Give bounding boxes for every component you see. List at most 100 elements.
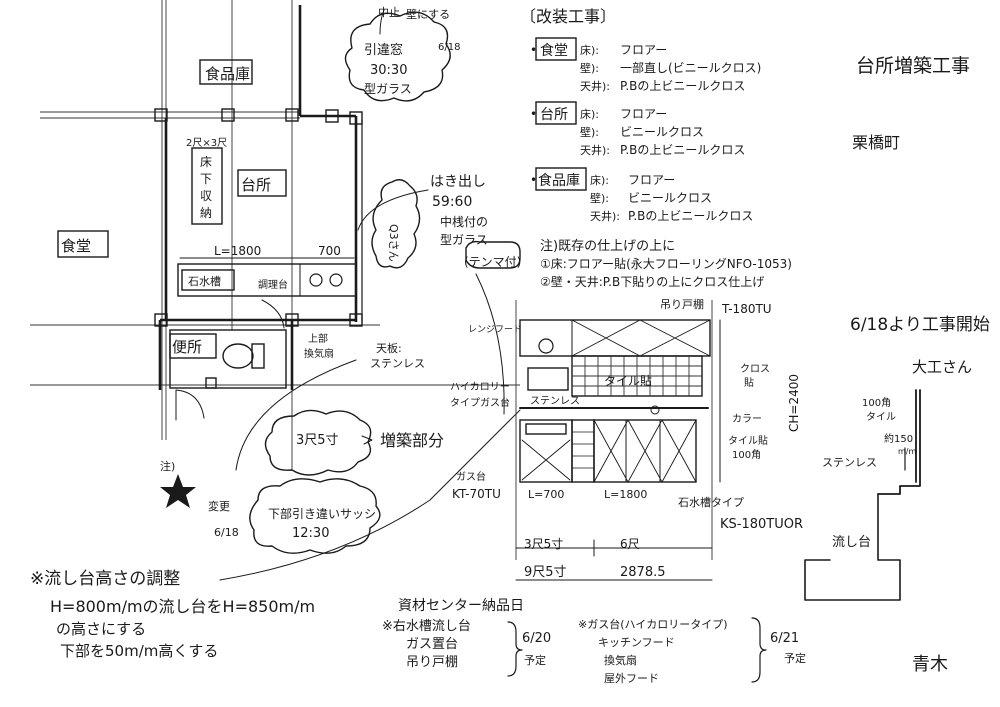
tile-100-label: 100角 [732,449,761,461]
finish-key: 床): [580,107,599,121]
leader-line [357,189,429,231]
leader-line [261,299,285,329]
gas-stand-label: ガス台 [456,470,486,483]
column [285,108,299,122]
height-adjustment-note: ※流し台高さの調整 H=800m/mの流し台をH=850m/m の高さにする 下… [30,569,315,660]
delivery-item: ガス置台 [406,637,458,652]
glass-tag-outline [465,240,521,269]
underfloor-char: 床 [200,155,212,169]
hood-label: レンジフード [468,325,522,335]
start-note: 6/18より工事開始 [850,315,990,335]
to-wall-label: 壁にする [406,7,450,21]
finish-value: フロアー [620,43,667,57]
dining-label: 食堂 [61,237,91,255]
delivery-item: 吊り戸棚 [406,655,458,670]
room-box [535,37,577,61]
column [349,313,363,327]
tile-grid [572,356,702,396]
sash-cloud [249,478,381,554]
delivery-item: 換気扇 [604,653,637,667]
hicalorie-label: ハイカロリー [450,381,510,393]
burner-icon [309,273,323,287]
glass-tag: (テンマ付) [464,255,521,269]
gas-burner-panel [525,423,567,435]
side-cloud-text: Q3さん [387,224,400,262]
color-label: カラー [732,413,762,425]
location: 栗橋町 [852,133,900,152]
elevation-stainless: ステンレス [530,396,580,407]
height-note-line: H=800m/mの流し台をH=850m/m [50,597,315,616]
sash-cloud-line: 12:30 [292,526,329,541]
delivery-date: 6/21 [770,631,799,646]
column [285,313,299,327]
ch-label: CH=2400 [787,374,801,432]
finish-value: P.Bの上ビニールクロス [620,143,745,157]
column [325,109,339,123]
delivery-item: 屋外フード [604,672,659,685]
toilet-tank-icon [251,343,265,369]
toilet-box [169,333,217,359]
underfloor-char: 下 [200,172,212,186]
counter-run [177,263,357,297]
extension-dim: 3尺5寸 [296,433,339,448]
finish-key: 床): [590,173,609,187]
finish-key: 天井): [580,79,610,93]
l700: L=700 [528,488,564,501]
finish-key: 天井): [590,209,620,223]
room-name: 台所 [540,107,568,123]
stop-label: 中止 [378,6,400,19]
delivery-yotei: 予定 [524,653,546,667]
kitchen-elevation: 吊り戸棚 T-180TU レンジフード タイル貼 クロス 貼 カラー タイル貼 … [450,297,803,581]
project-title: 台所増築工事 [856,55,970,77]
tile-label: タイル貼 [604,373,652,388]
finish-key: 床): [580,43,599,57]
section-unit: m/m [898,447,916,456]
hood-panel [527,367,569,391]
height-note-line: の高さにする [56,620,146,638]
cabinet-door-marks [521,439,571,481]
l1800: L=1800 [604,488,647,501]
leader-line [475,273,505,415]
room-name: 食品庫 [538,172,580,189]
room-box [535,167,587,191]
underfloor-char: 収 [200,189,212,203]
sink-code: KS-180TUOR [720,517,803,532]
room-name: 食堂 [540,42,568,59]
counter-section [804,493,901,601]
floor-plan: 食品庫 台所 食堂 便所 2尺×3尺 床 下 収 納 L=1800 700 石水… [30,0,521,581]
hanging-code: T-180TU [721,302,772,316]
leader-line [379,9,385,35]
column [221,108,235,122]
delivery-date: 6/20 [522,631,551,646]
signature: 青木 [912,654,948,675]
window-change-cloud [344,11,451,102]
section-tile: タイル [866,411,896,423]
contractor-cloud [371,179,421,269]
bay-size: 59:60 [432,194,472,210]
upper-label: 上部 [308,332,328,345]
cross-label: 貼 [744,376,754,389]
underfloor-size: 2尺×3尺 [186,137,227,149]
dim-mm: 2878.5 [620,565,666,580]
top-plate-material: ステンレス [370,357,425,370]
note-mark: 注) [160,459,175,473]
delivery-item: キッチンフード [598,636,675,649]
leader-line [235,359,357,471]
cross-label: クロス [740,363,770,375]
bay-label: はき出し [430,174,486,190]
finish-key: 壁): [580,125,599,139]
glass-line: 型ガラス [440,233,488,247]
finish-value: ビニールクロス [620,125,704,139]
underfloor-char: 納 [200,206,212,220]
finish-value: フロアー [628,173,675,187]
toilet-label: 便所 [172,338,202,356]
toilet-room [169,329,287,389]
column [154,313,168,327]
kitchen-label: 台所 [241,176,271,194]
finish-value: 一部直し(ビニールクロス) [620,60,761,75]
stop-date: 6/18 [438,42,460,53]
underfloor-storage [191,147,223,225]
dim-b: 6尺 [620,537,640,551]
height-note-line: 下部を50m/m高くする [60,642,218,660]
section-counter: 流し台 [832,535,871,550]
